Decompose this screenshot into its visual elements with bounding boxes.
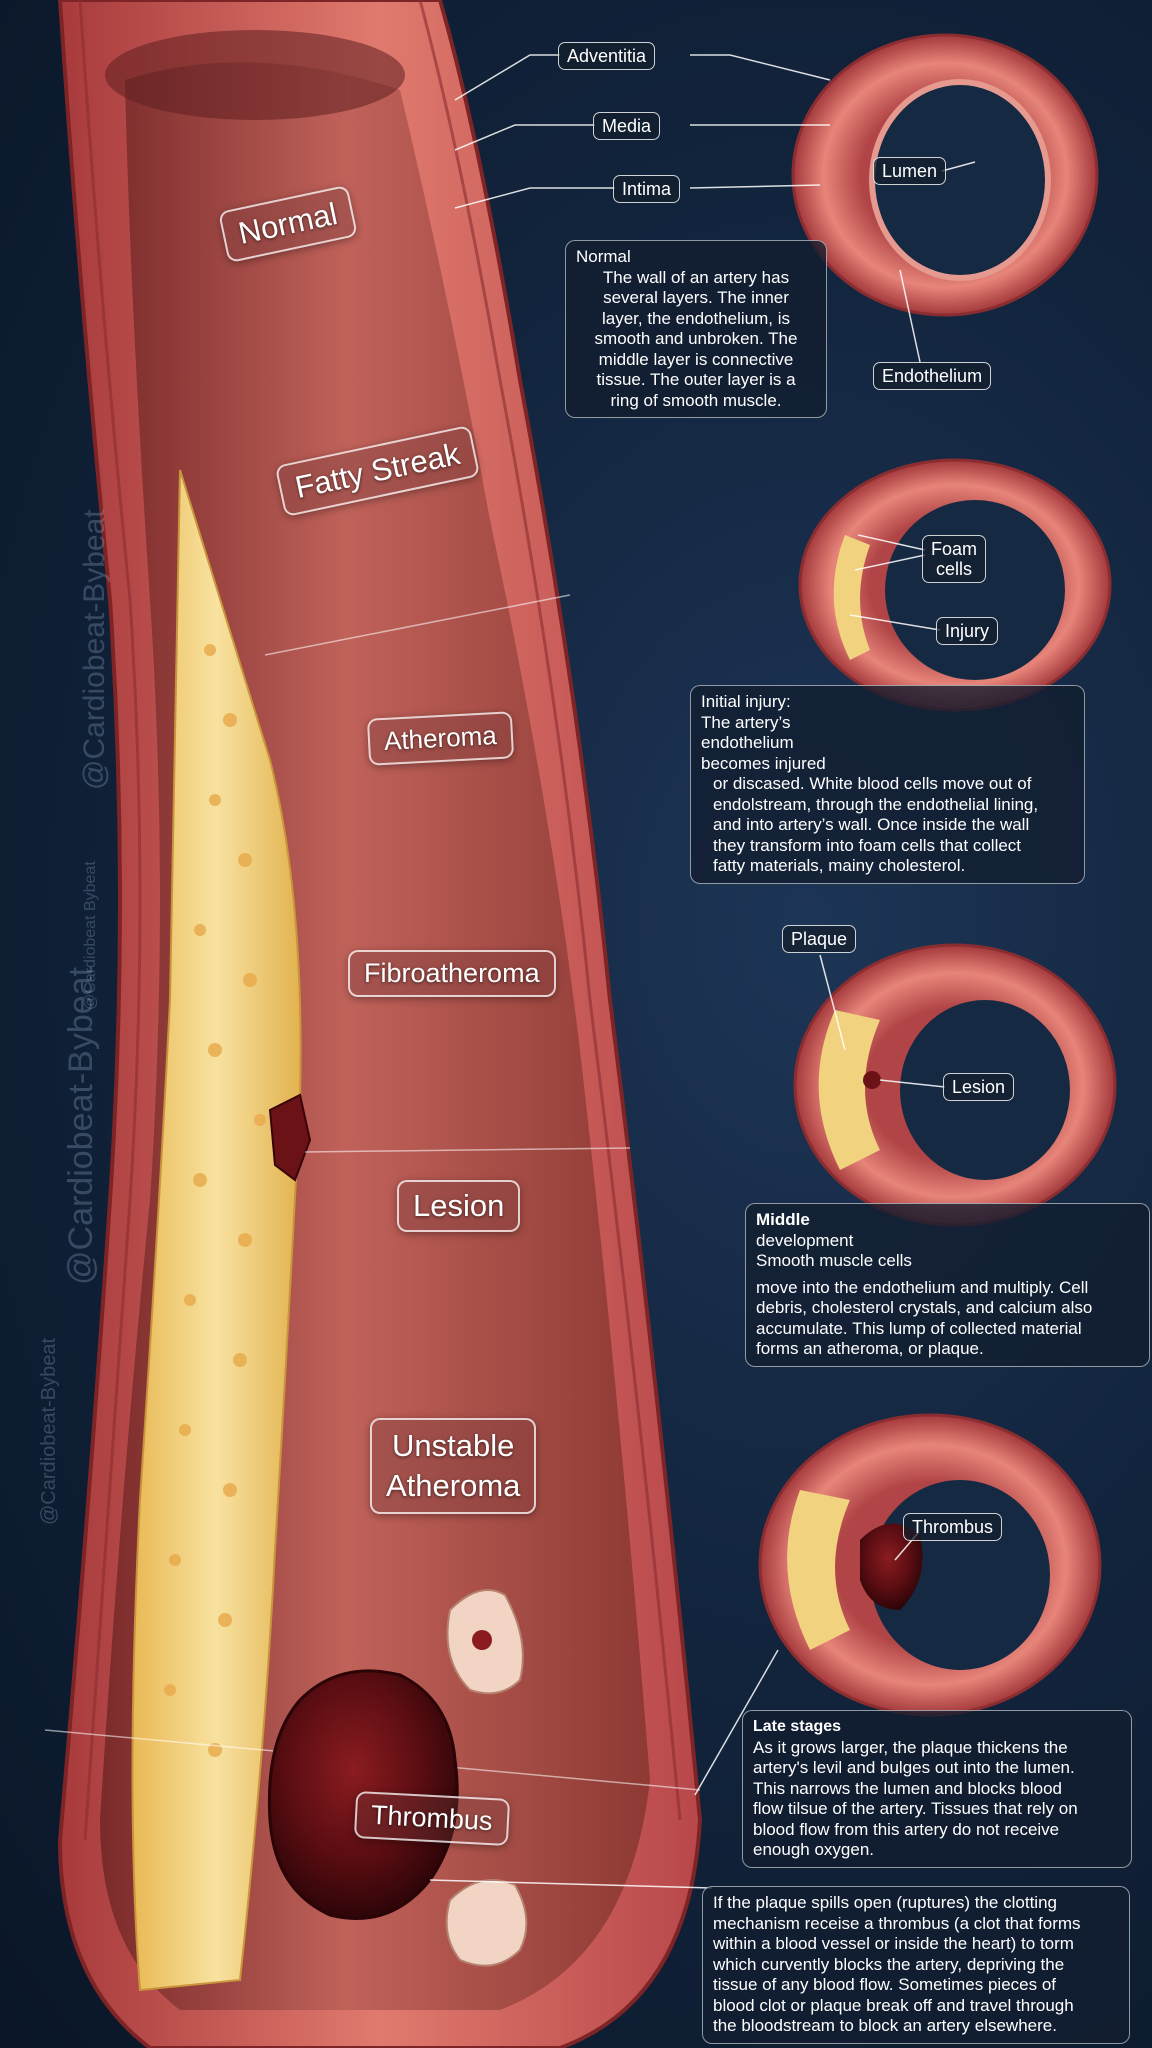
label-plaque: Plaque [782, 925, 857, 953]
stage-label-atheroma: Atheroma [366, 711, 514, 766]
note-normal: Normal The wall of an artery has several… [565, 240, 827, 418]
note-normal-line: The wall of an artery has [602, 267, 790, 287]
note-initial-line: becomes injured [701, 753, 826, 773]
note-rupture-line: mechanism receise a thrombus (a clot tha… [713, 1913, 1081, 1933]
note-initial-line: and into artery’s wall. Once inside the … [713, 815, 1030, 834]
note-late-line: enough oxygen. [753, 1840, 874, 1859]
stage-label-unstable-line2: Atheroma [386, 1468, 521, 1503]
note-late-line: As it grows larger, the plaque thickens … [753, 1737, 1068, 1757]
note-rupture-line: If the plaque spills open (ruptures) the… [713, 1893, 1057, 1912]
note-initial-line: Initial injury: [701, 692, 791, 711]
leader-lines [429, 54, 976, 1889]
plaque-band [131, 469, 302, 1992]
label-adventitia: Adventitia [558, 42, 656, 70]
note-normal-line: ring of smooth muscle. [610, 390, 782, 410]
note-rupture-line: blood clot or plaque break off and trave… [713, 1995, 1074, 2015]
label-foam-cells: Foam cells [922, 535, 987, 583]
lesion-mark [268, 1093, 312, 1182]
label-foam-cells-line2: cells [936, 559, 973, 579]
note-late-line: blood flow from this artery do not recei… [753, 1819, 1060, 1839]
note-middle-line: Smooth muscle cells [756, 1251, 912, 1270]
note-normal-line: tissue. The outer layer is a [596, 370, 796, 389]
note-late-line: flow tilsue of the artery. Tissues that … [753, 1799, 1078, 1818]
label-media: Media [593, 112, 661, 140]
stage-label-lesion: Lesion [397, 1180, 521, 1232]
plaque-fragment [445, 1879, 528, 1967]
note-rupture: If the plaque spills open (ruptures) the… [702, 1886, 1130, 2044]
label-lumen: Lumen [873, 157, 947, 185]
note-initial-line: fatty materials, mainy cholesterol. [713, 856, 966, 875]
note-rupture-line: tissue of any blood flow. Sometimes piec… [713, 1975, 1057, 1994]
note-middle-line: accumulate. This lump of collected mater… [756, 1318, 1082, 1338]
note-initial-line: they transform into foam cells that coll… [713, 835, 1022, 855]
note-initial-line: endolstream, through the endothelial lin… [713, 794, 1039, 814]
label-thrombus: Thrombus [903, 1513, 1003, 1541]
note-middle-line: development [756, 1230, 854, 1250]
label-intima: Intima [613, 175, 681, 203]
cross-section-thrombus [758, 1413, 1102, 1717]
note-normal-line: several layers. The inner [603, 288, 789, 307]
cross-section-normal [791, 33, 1099, 317]
note-normal-title: Normal [576, 247, 631, 266]
note-rupture-line: which curvently blocks the artery, depri… [713, 1954, 1065, 1974]
foam-cells [164, 644, 266, 1757]
note-late-title: Late stages [753, 1718, 842, 1735]
stage-label-unstable-line1: Unstable [392, 1428, 515, 1463]
watermark: @Cardiobeat-Bybeat [62, 966, 100, 1285]
note-initial-line: or discased. White blood cells move out … [713, 774, 1032, 793]
note-rupture-line: the bloodstream to block an artery elsew… [713, 2016, 1057, 2035]
stage-label-thrombus: Thrombus [353, 1791, 510, 1846]
note-middle-line: debris, cholesterol crystals, and calciu… [756, 1298, 1093, 1317]
note-normal-line: smooth and unbroken. The [594, 329, 798, 348]
note-initial-line: endothelium [701, 733, 794, 752]
note-normal-line: middle layer is connective [598, 349, 794, 369]
stage-label-fibroatheroma: Fibroatheroma [348, 950, 556, 997]
note-normal-line: layer, the endothelium, is [601, 308, 791, 328]
watermark: @Cardiobeat-Bybeat [78, 509, 111, 790]
label-lesion: Lesion [943, 1073, 1015, 1101]
cross-section-injury [798, 458, 1112, 712]
label-foam-cells-line1: Foam [931, 539, 978, 559]
note-rupture-line: within a blood vessel or inside the hear… [713, 1934, 1074, 1953]
note-middle-development: Middle development Smooth muscle cells m… [745, 1203, 1150, 1367]
thrombus-clot [267, 1669, 459, 1920]
label-endothelium: Endothelium [873, 362, 992, 390]
note-late-line: This narrows the lumen and blocks blood [753, 1778, 1062, 1798]
note-middle-line: forms an atheroma, or plaque. [756, 1339, 984, 1358]
label-injury: Injury [936, 617, 999, 645]
stage-label-unstable-atheroma: Unstable Atheroma [370, 1418, 537, 1514]
note-initial-line: The artery’s [701, 712, 791, 732]
note-late-stages: Late stages As it grows larger, the plaq… [742, 1710, 1132, 1868]
note-middle-title: Middle [756, 1210, 810, 1229]
watermark: @Cardiobeat-Bybeat [38, 1337, 60, 1525]
note-middle-line: move into the endothelium and multiply. … [756, 1277, 1089, 1297]
note-initial-injury: Initial injury: The artery’s endothelium… [690, 685, 1085, 884]
note-late-line: artery's levil and bulges out into the l… [753, 1758, 1075, 1777]
